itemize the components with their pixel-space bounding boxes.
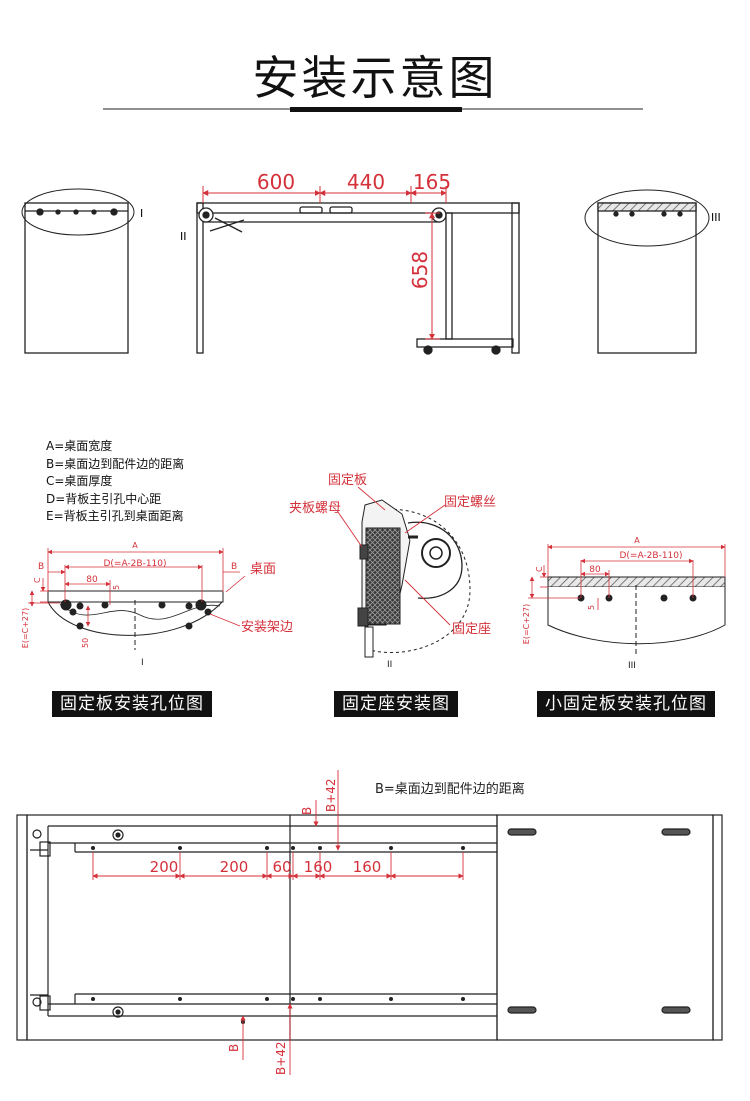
d1-dim-50: 50 xyxy=(81,638,90,648)
d3-label-C: C xyxy=(535,566,544,572)
plan-label-B-bottom: B xyxy=(227,1044,241,1052)
d1-roman: I xyxy=(141,658,144,668)
d1-label-tabletop: 桌面 xyxy=(250,562,276,577)
d3-label-D: D(=A-2B-110) xyxy=(619,551,682,561)
badge-fixing-base-install: 固定座安装图 xyxy=(334,691,458,717)
d1-label-B-left: B xyxy=(38,562,44,572)
front-view-middle xyxy=(196,202,520,355)
view-label-3: III xyxy=(711,211,721,224)
title-underline xyxy=(103,107,643,112)
page-title: 安装示意图 xyxy=(252,51,498,105)
d1-dim-5: 5 xyxy=(112,585,121,590)
badge-fixing-plate-holes: 固定板安装孔位图 xyxy=(52,691,212,717)
legend-item-c: C=桌面厚度 xyxy=(46,474,113,488)
d2-label-plate: 固定板 xyxy=(328,473,367,488)
plan-label-B42-top: B+42 xyxy=(324,778,338,812)
d1-label-frame-edge: 安装架边 xyxy=(241,620,293,635)
d1-label-C: C xyxy=(33,577,42,583)
side-view-left xyxy=(21,188,135,354)
d1-label-A: A xyxy=(132,541,138,550)
dimension-legend: A=桌面宽度 B=桌面边到配件边的距离 C=桌面厚度 D=背板主引孔中心距 E=… xyxy=(46,438,184,526)
d1-dim-80: 80 xyxy=(86,575,98,585)
d3-dim-80: 80 xyxy=(589,565,601,575)
plan-dimension-lines xyxy=(92,770,464,1075)
plan-dim-60: 60 xyxy=(272,858,291,876)
d2-label-nut: 夹板螺母 xyxy=(289,501,341,516)
badge-small-plate-holes: 小固定板安装孔位图 xyxy=(537,691,715,717)
top-dimension-lines xyxy=(202,186,447,340)
detail-2-drawing: 固定板 夹板螺母 固定螺丝 固定座 II xyxy=(289,473,496,670)
d3-label-E: E(=C+27) xyxy=(522,604,531,644)
plan-note-b: B=桌面边到配件边的距离 xyxy=(375,782,525,797)
d3-dim-5: 5 xyxy=(587,605,596,610)
dim-600: 600 xyxy=(257,170,295,194)
d2-roman: II xyxy=(387,660,392,670)
plan-view xyxy=(16,814,723,1041)
plan-label-B42-bottom: B+42 xyxy=(274,1041,288,1075)
legend-item-b: B=桌面边到配件边的距离 xyxy=(46,456,185,471)
plan-dim-160b: 160 xyxy=(353,858,382,876)
plan-dim-200a: 200 xyxy=(150,858,179,876)
plan-holes xyxy=(91,846,465,1024)
side-view-right xyxy=(584,189,710,354)
d3-roman: III xyxy=(628,661,636,671)
legend-item-a: A=桌面宽度 xyxy=(46,439,113,453)
d3-label-A: A xyxy=(634,536,640,545)
legend-item-d: D=背板主引孔中心距 xyxy=(46,491,162,506)
detail-3-drawing: A D(=A-2B-110) C 80 5 E(=C+27) III xyxy=(522,536,726,671)
view-label-1: I xyxy=(140,207,143,220)
plan-dim-200b: 200 xyxy=(220,858,249,876)
d1-label-B-right: B xyxy=(231,562,237,572)
d2-label-base: 固定座 xyxy=(452,622,491,637)
d1-label-D: D(=A-2B-110) xyxy=(103,559,166,569)
detail-1-drawing: A D(=A-2B-110) B B C 80 5 50 E(=C+27) 桌面… xyxy=(21,541,293,668)
plan-dim-160a: 160 xyxy=(304,858,333,876)
dim-440: 440 xyxy=(347,170,385,194)
d2-label-screw: 固定螺丝 xyxy=(444,495,496,510)
legend-item-e: E=背板主引孔到桌面距离 xyxy=(46,509,184,523)
dim-658: 658 xyxy=(408,251,432,289)
d1-label-E: E(=C+27) xyxy=(21,608,30,648)
dim-165: 165 xyxy=(413,170,451,194)
view-label-2: II xyxy=(180,230,187,243)
plan-label-B-top: B xyxy=(300,807,314,815)
